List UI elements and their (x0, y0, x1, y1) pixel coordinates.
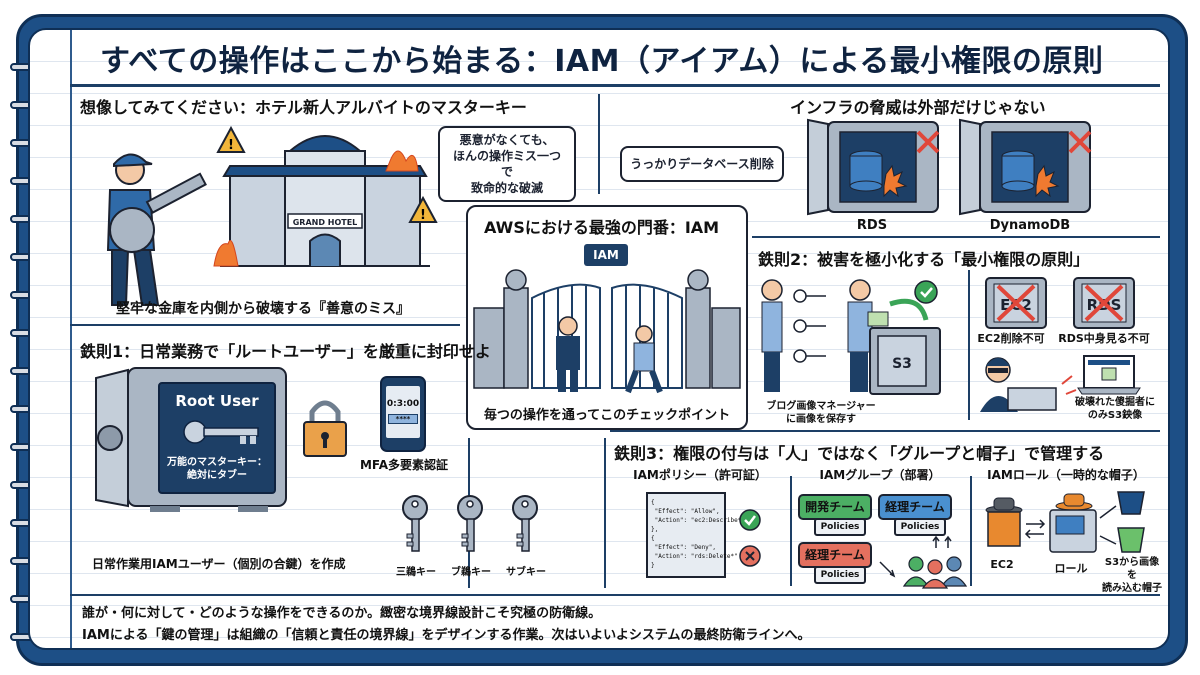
divider-top-center (598, 94, 600, 194)
safe-label-dynamodb: DynamoDB (989, 218, 1071, 233)
gatekeeper-illustration (473, 269, 741, 394)
destroyed-database-safe (959, 118, 1092, 216)
caption-line: 破壊れた傻掘者に (1075, 397, 1155, 408)
iam-role-illustration (985, 491, 1145, 553)
hotel-sign: GRAND HOTEL (293, 218, 358, 227)
mfa-phone (380, 376, 426, 452)
denied-caption-ec2: EC2削除不可 (977, 332, 1045, 345)
warning-icon: ! (216, 125, 246, 153)
iam-group-badge: 経理チーム (878, 494, 952, 520)
rule1-caption: 日常作業用IAMユーザー（個別の合鍵）を作成 (92, 557, 346, 571)
bubble-line: 悪意がなくても、 (459, 133, 555, 147)
rule3-heading: 鉄則3：権限の付与は「人」ではなく「グループと帽子」で管理する (614, 444, 1105, 463)
bubble-line: 致命的な破滅 (470, 181, 543, 195)
root-user-note: 万能のマスターキー： 絶対にタブー (158, 456, 276, 482)
rule3-column-policy: IAMポリシー（許可証） (633, 468, 767, 482)
role-label: ロール (1054, 562, 1088, 575)
manager-caption: ブログ画像マネージャー に画像を保存す (756, 400, 886, 426)
s3-label: S3 (892, 356, 912, 372)
caption-line: に画像を保存す (786, 414, 856, 425)
spare-key-icon (457, 495, 483, 552)
hotel-caption: 堅牢な金庫を内側から破壊する『善意のミス』 (116, 301, 410, 317)
safe-label-rds: RDS (856, 218, 888, 233)
spare-key-label: サブキー (506, 567, 546, 578)
users-group-icon (879, 535, 968, 589)
iam-group-badge: 開発チーム (798, 494, 872, 520)
gate-heading: AWSにおける最強の門番：IAM (484, 218, 720, 237)
hacker-caption: 破壊れた傻掘者に のみS3鉠像 (1072, 396, 1158, 422)
destroyed-database-safe (807, 118, 940, 216)
divider-footer (70, 594, 1160, 596)
threat-speech-bubble: うっかりデータベース削除 (620, 146, 784, 182)
threat-heading: インフラの脅威は外部だけじゃない (790, 98, 1046, 117)
mfa-timer: 0:3:00 (386, 399, 420, 409)
hotel-speech-bubble: 悪意がなくても、 ほんの操作ミス一つで 致命的な破滅 (438, 126, 576, 202)
mfa-code: **** (388, 414, 418, 424)
role-ec2-label: EC2 (990, 558, 1014, 571)
denied-caption-rds: RDS中身見る不可 (1058, 332, 1150, 345)
footer-line-1: 誰が・何に対して・どのような操作をできるのか。緻密な境界線設計こそ究極の防衛線。 (82, 606, 602, 621)
spare-key-icon (402, 495, 428, 552)
group-policy-tag: Policies (814, 566, 866, 584)
policy-document: { "Effect": "Allow", "Action": "ec2:Desc… (646, 492, 745, 578)
gate-caption: 毎つの操作を通ってこのチェックポイント (483, 408, 731, 423)
allow-check-icon (739, 509, 761, 531)
master-key-icon (183, 420, 259, 444)
iam-sign: IAM (584, 244, 628, 266)
mfa-label: MFA多要素認証 (359, 458, 449, 472)
note-line: 絶対にタブー (187, 470, 247, 481)
root-user-panel (158, 382, 276, 494)
spare-key-label: 三鵜キー (396, 567, 436, 578)
divider-rule3-left (604, 438, 606, 588)
root-user-label: Root User (175, 392, 259, 410)
group-policy-tag: Policies (894, 518, 946, 536)
rule1-heading: 鉄則1：日常業務で「ルートユーザー」を厳重に封印せよ (80, 342, 491, 361)
worker-with-key-illustration (106, 153, 207, 306)
note-line: 万能のマスターキー： (167, 457, 267, 468)
caption-line: のみS3鉠像 (1087, 410, 1143, 421)
bubble-line: ほんの操作ミス一つで (452, 149, 561, 179)
spare-key-icon (512, 495, 538, 552)
group-policy-tag: Policies (814, 518, 866, 536)
caption-line: ブログ画像マネージャー (766, 401, 876, 412)
role-s3-caption: S3から画像を 読み込む帽子 (1100, 556, 1164, 595)
denied-safe-ec2: EC2 (985, 277, 1047, 329)
rule3-column-group: IAMグループ（部署） (819, 468, 941, 482)
margin-line (70, 30, 72, 648)
hotel-heading: 想像してみてください：ホテル新人アルバイトのマスターキー (80, 98, 527, 117)
iam-group-badge: 経理チーム (798, 542, 872, 568)
grand-hotel-illustration: GRAND HOTEL (213, 135, 430, 267)
hacker-illustration (980, 355, 1141, 412)
rule2-heading: 鉄則2：被害を極小化する「最小権限の原則」 (758, 250, 1090, 269)
padlock-icon (303, 400, 347, 457)
divider-rule3-col2 (970, 476, 972, 586)
page-title: すべての操作はここから始まる：IAM（アイアム）による最小権限の原則 (100, 44, 1104, 79)
deny-cross-icon (739, 545, 761, 567)
divider-rule3-col1 (790, 476, 792, 586)
svg-text:!: ! (228, 138, 234, 153)
rule3-column-role: IAMロール（一時的な帽子） (987, 468, 1145, 482)
svg-text:!: ! (420, 208, 426, 223)
footer-line-2: IAMによる「鍵の管理」は組織の「信頼と責任の境界線」をデザインする作業。次はい… (82, 628, 811, 643)
divider-rule2 (968, 270, 970, 420)
divider-right-mid (610, 430, 1160, 432)
caption-line: S3から画像を (1104, 557, 1160, 581)
title-divider (70, 84, 1160, 87)
caption-line: 読み込む帽子 (1102, 583, 1162, 594)
warning-icon: ! (408, 195, 438, 223)
denied-safe-rds: RDS (1073, 277, 1135, 329)
divider-right-top (752, 236, 1160, 238)
divider-left-mid (70, 324, 460, 326)
blog-manager-illustration: S3 (761, 279, 941, 395)
spare-key-label: ブ鵜キー (451, 567, 491, 578)
